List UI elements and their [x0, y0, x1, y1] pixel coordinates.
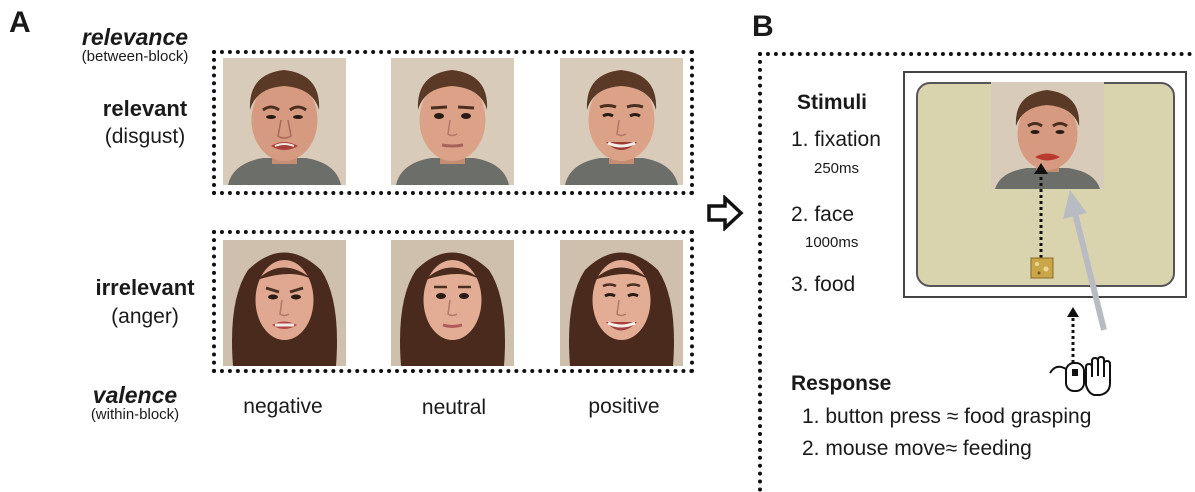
male-neutral-face-photo — [391, 58, 514, 185]
right-arrow-icon — [706, 193, 744, 233]
relevance-label: relevance — [81, 24, 189, 50]
female-anger-face-photo — [223, 240, 346, 366]
irrelevant-sublabel: (anger) — [111, 305, 179, 328]
panel-b-dotted-frame — [758, 52, 1195, 492]
female-neutral-face-photo — [391, 240, 514, 366]
valence-label: valence — [92, 382, 178, 408]
column-label-negative: negative — [243, 395, 323, 418]
food-item-icon — [1030, 257, 1054, 279]
target-dashed-arrow — [1031, 160, 1051, 260]
movement-arrow — [1060, 185, 1120, 335]
relevant-faces-box — [212, 50, 694, 195]
stimuli-title: Stimuli — [797, 91, 868, 114]
relevance-sublabel: (between-block) — [81, 48, 189, 65]
male-smile-face-photo — [560, 58, 683, 185]
stimulus-fixation-time: 250ms — [814, 160, 860, 177]
stimulus-face-time: 1000ms — [805, 234, 859, 251]
stimulus-food-label: 3. food — [791, 273, 856, 296]
column-label-positive: positive — [588, 395, 660, 418]
male-disgust-face-photo — [223, 58, 346, 185]
valence-sublabel: (within-block) — [90, 406, 180, 423]
female-smile-face-photo — [560, 240, 683, 366]
relevant-sublabel: (disgust) — [104, 125, 186, 148]
stimulus-disgust-face-photo — [991, 82, 1104, 189]
irrelevant-faces-box — [212, 230, 694, 373]
relevant-label: relevant — [102, 96, 188, 121]
irrelevant-label: irrelevant — [95, 275, 195, 300]
response-item-button-press: 1. button press ≈ food grasping — [802, 405, 1092, 428]
response-item-mouse-move: 2. mouse move≈ feeding — [802, 437, 1032, 460]
panel-b-letter: B — [752, 10, 774, 43]
panel-a-letter: A — [9, 6, 31, 39]
mouse-hand-icon — [1046, 355, 1122, 397]
stimulus-face-label: 2. face — [791, 203, 855, 226]
column-label-neutral: neutral — [421, 396, 487, 419]
stimulus-fixation-label: 1. fixation — [791, 128, 881, 151]
mouse-dashed-arrow — [1065, 305, 1081, 365]
response-title: Response — [791, 372, 892, 395]
